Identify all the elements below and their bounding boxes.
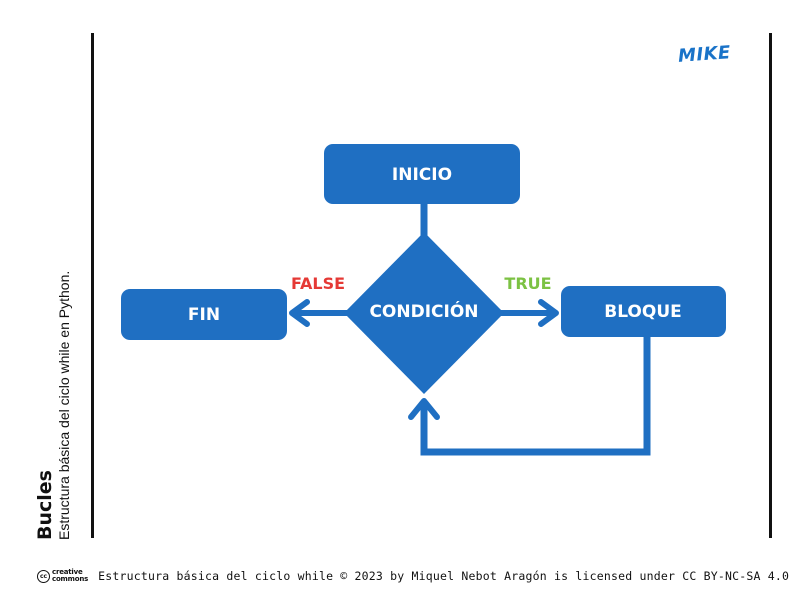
creative-commons-logo: cc creative commons — [37, 569, 88, 583]
left-border-line — [91, 33, 94, 538]
node-condition — [344, 232, 504, 394]
cc-wordmark-line2: commons — [52, 575, 89, 583]
footer: cc creative commons Estructura básica de… — [37, 569, 789, 583]
arrowhead-loop-back — [408, 398, 440, 420]
node-end-label: FIN — [188, 305, 220, 325]
cc-wordmark-line1: creative — [52, 568, 83, 576]
true-label: TRUE — [504, 274, 551, 293]
cc-wordmark: creative commons — [52, 569, 88, 583]
right-border-line — [769, 33, 772, 538]
node-start — [324, 144, 520, 204]
cc-icon: cc — [37, 569, 50, 583]
false-label: FALSE — [291, 274, 345, 293]
node-end — [121, 289, 287, 340]
node-block-label: BLOQUE — [604, 302, 682, 322]
license-text: Estructura básica del ciclo while © 2023… — [98, 569, 790, 583]
node-start-label: INICIO — [392, 165, 452, 185]
arrowhead-to-end — [289, 299, 310, 327]
node-condition-label: CONDICIÓN — [369, 300, 478, 322]
node-block — [561, 286, 726, 337]
edge-block-loop-back — [420, 336, 651, 456]
arrowhead-to-block — [538, 299, 559, 327]
